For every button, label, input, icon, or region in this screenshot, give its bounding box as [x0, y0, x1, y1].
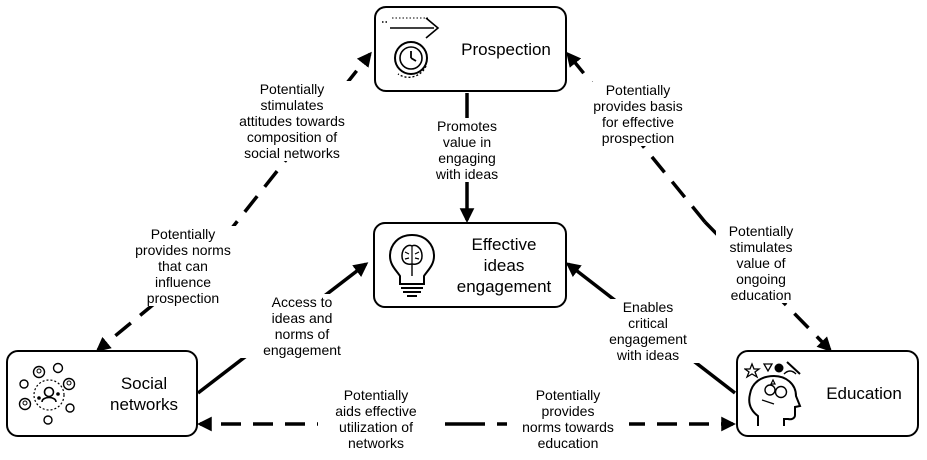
prospection-label: Prospection	[461, 40, 551, 59]
brain-lightbulb-icon	[388, 233, 436, 297]
edge-label-education-to-ideas: Enables critical engagement with ideas	[595, 299, 701, 363]
head-learning-icon	[744, 361, 802, 426]
node-ideas-engagement: Effective ideas engagement	[373, 222, 567, 308]
node-prospection: Prospection	[374, 6, 567, 92]
node-social-networks: Social networks	[6, 350, 198, 437]
edge-prospection-to-social	[95, 260, 207, 352]
edge-label-prospection-to-education: Potentially stimulates value of ongoing …	[716, 223, 806, 303]
education-label: Education	[826, 384, 902, 403]
social-networks-label: Social networks	[109, 374, 179, 414]
edge-label-social-to-prospection: Potentially stimulates attitudes towards…	[227, 81, 357, 161]
ideas-engagement-label: Effective ideas engagement	[456, 235, 552, 296]
edge-label-social-to-education: Potentially provides norms towards educa…	[507, 387, 629, 451]
edge-label-social-to-ideas: Access to ideas and norms of engagement	[240, 294, 364, 358]
edge-label-prospection-to-ideas: Promotes value in engaging with ideas	[414, 118, 520, 182]
clock-arrow-icon	[382, 17, 440, 78]
node-education: Education	[736, 350, 919, 437]
edge-label-prospection-to-social: Potentially provides norms that can infl…	[120, 226, 246, 306]
edge-label-education-to-social: Potentially aids effective utilization o…	[318, 387, 434, 451]
edge-label-education-to-prospection: Potentially provides basis for effective…	[577, 82, 699, 146]
people-network-icon	[18, 362, 76, 425]
